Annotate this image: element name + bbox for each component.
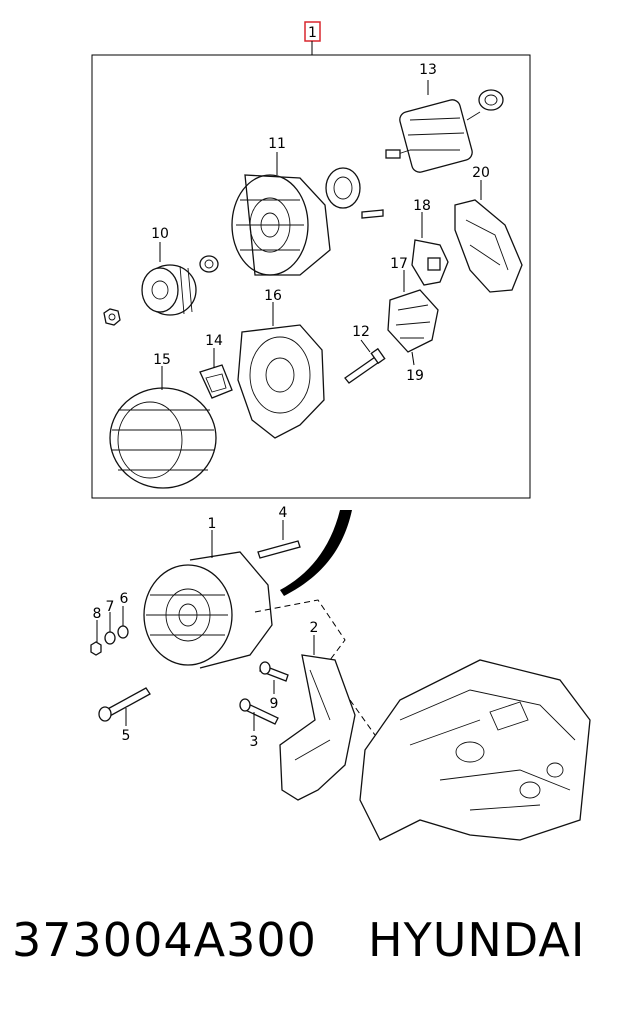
callout-17: 17 bbox=[390, 256, 408, 272]
callout-m3: 3 bbox=[250, 734, 259, 750]
engine-block bbox=[359, 659, 591, 841]
brand-text: HYUNDAI bbox=[368, 913, 586, 967]
bolt-3 bbox=[239, 698, 279, 731]
callout-m8: 8 bbox=[93, 606, 102, 622]
spacer-10 bbox=[199, 255, 219, 273]
callout-16: 16 bbox=[264, 288, 282, 304]
stator-part bbox=[109, 366, 217, 489]
washers-6-7-8 bbox=[90, 606, 129, 656]
bearing-large-11 bbox=[325, 167, 361, 209]
bolt-4 bbox=[257, 520, 301, 559]
bolt-5 bbox=[98, 687, 151, 726]
through-bolt-part bbox=[344, 339, 386, 384]
callout-m2: 2 bbox=[310, 620, 319, 636]
callout-10: 10 bbox=[151, 226, 169, 242]
screw-11 bbox=[361, 209, 384, 219]
alternator-assembly bbox=[143, 530, 273, 669]
callout-12: 12 bbox=[352, 324, 370, 340]
drive-belt bbox=[280, 510, 352, 596]
callout-m7: 7 bbox=[106, 599, 115, 615]
bearing-small-13 bbox=[478, 89, 504, 111]
assembly-callout[interactable]: 1 bbox=[304, 21, 321, 55]
brush-holder-part bbox=[411, 212, 449, 286]
callout-18: 18 bbox=[413, 198, 431, 214]
exploded-view-frame bbox=[91, 54, 531, 499]
rear-housing-part bbox=[237, 302, 325, 439]
callout-m5: 5 bbox=[122, 728, 131, 744]
callout-m6: 6 bbox=[120, 591, 129, 607]
rotor-part bbox=[385, 80, 481, 173]
rectifier-part bbox=[387, 270, 439, 366]
insulator-part bbox=[199, 348, 233, 399]
callout-m1: 1 bbox=[208, 516, 217, 532]
pulley-part bbox=[141, 242, 197, 316]
front-housing-part bbox=[231, 152, 331, 276]
nut-10 bbox=[103, 308, 121, 326]
part-number-text: 373004A300 bbox=[12, 913, 317, 967]
parts-diagram: 1 13 11 10 bbox=[90, 21, 591, 841]
callout-14: 14 bbox=[205, 333, 223, 349]
bolt-9 bbox=[259, 661, 289, 694]
bracket-2 bbox=[279, 635, 356, 801]
callout-15: 15 bbox=[153, 352, 171, 368]
callout-11: 11 bbox=[268, 136, 286, 152]
callout-m4: 4 bbox=[279, 505, 288, 521]
callout-20: 20 bbox=[472, 165, 490, 181]
callout-13: 13 bbox=[419, 62, 437, 78]
callout-19: 19 bbox=[406, 368, 424, 384]
callout-m9: 9 bbox=[270, 696, 279, 712]
rear-cover-part bbox=[454, 180, 523, 293]
assembly-callout-number: 1 bbox=[308, 25, 317, 41]
